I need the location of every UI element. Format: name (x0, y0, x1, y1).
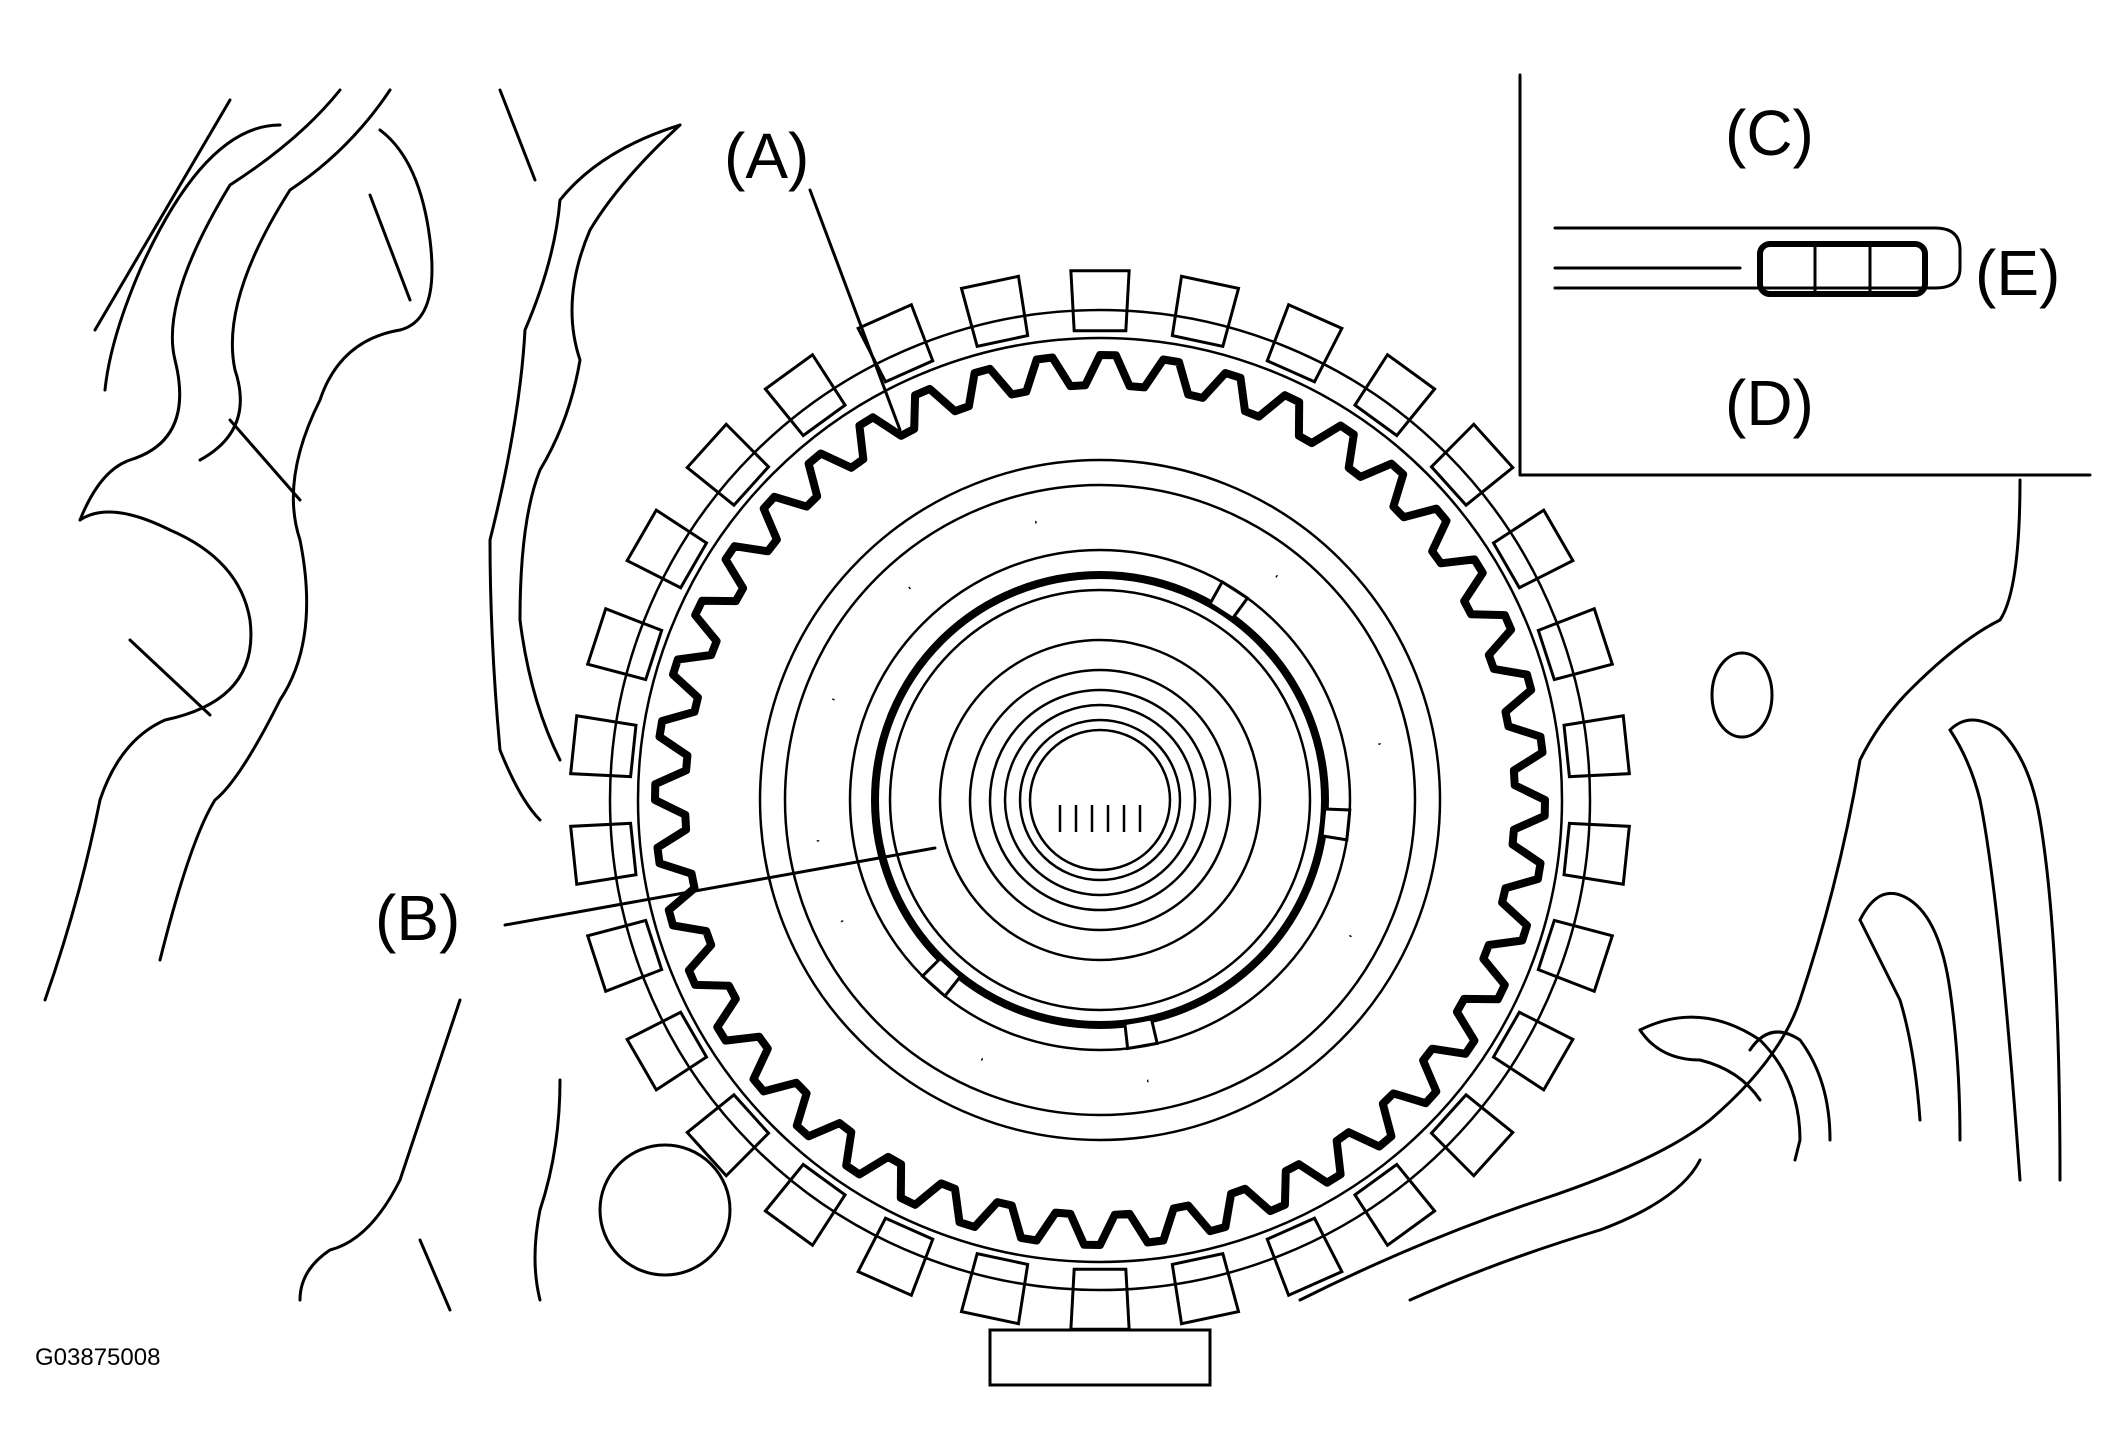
drum-tab (959, 1251, 1030, 1326)
drum-tab (1491, 508, 1575, 590)
snap-ring-hatch (1813, 244, 1872, 294)
center-bore-ring (988, 688, 1212, 912)
center-bore-ring (1028, 728, 1172, 872)
center-bore-ring (968, 668, 1232, 932)
callout-e: (E) (1975, 237, 2060, 309)
hub-slot-fill (1148, 935, 1353, 1084)
hub-slot-outline (908, 520, 1037, 589)
drum-tab (959, 274, 1030, 349)
snap-ring-tab (1320, 807, 1352, 842)
callout-b: (B) (375, 882, 460, 954)
snap-ring-tab (920, 956, 963, 999)
inset-plate-end (1933, 226, 1962, 290)
clutch-plate-splines (651, 351, 1549, 1249)
drum-tab (685, 1092, 771, 1178)
drum-tab (585, 918, 664, 994)
callout-c: (C) (1725, 97, 1814, 169)
center-bore-ring (1018, 718, 1182, 882)
drum-tab (1170, 274, 1241, 349)
drum-tab (1429, 1092, 1515, 1178)
drum-tab (568, 821, 638, 887)
drum-tab (763, 1162, 848, 1248)
drum-tab (1536, 606, 1615, 682)
drum-tab (1352, 352, 1437, 438)
drum-tab (1069, 269, 1131, 333)
drum-tab (625, 1010, 709, 1092)
hub-slot-fill (812, 699, 836, 841)
hub-slot-fill (908, 520, 1036, 590)
drum-tab (685, 422, 771, 508)
drum-outer-rim (608, 308, 1592, 1292)
drum-tab (1429, 422, 1515, 508)
callout-a: (A) (724, 120, 809, 192)
drum-bottom-tab (988, 1328, 1212, 1387)
drum-tab (1536, 918, 1615, 994)
drum-tab (1170, 1251, 1241, 1326)
hub-ring-2 (783, 483, 1417, 1117)
snap-ring-tab (1123, 1017, 1160, 1051)
hub-ring-outer (758, 458, 1442, 1142)
hub-ring-3 (848, 548, 1352, 1052)
housing-cavity-outline (488, 123, 2062, 1302)
callout-d: (D) (1725, 367, 1814, 439)
snap-ring-section (1757, 241, 1928, 297)
drum-tab (1491, 1010, 1575, 1092)
leader-line-b (503, 846, 937, 927)
detail-inset (1518, 73, 2092, 477)
drum-inner-rim (636, 336, 1564, 1264)
center-bore-ring (1003, 703, 1197, 897)
housing-contours-left (43, 88, 537, 1312)
hub-slot-fill (1275, 574, 1382, 744)
drum-tab (625, 508, 709, 590)
figure-id: G03875008 (35, 1344, 160, 1371)
inset-frame (1518, 73, 2092, 477)
snap-ring-tab (1208, 579, 1250, 621)
drum-tab (763, 352, 848, 438)
drum-tab (1562, 713, 1632, 779)
hub-slot-outline (840, 920, 983, 1061)
drum-tab (1352, 1162, 1437, 1248)
hub-slot-fill (840, 920, 983, 1062)
drum-tab (1069, 1267, 1131, 1331)
drum-tab (1562, 821, 1632, 887)
drum-tab (568, 713, 638, 779)
clutch-drum-assembly (568, 269, 1632, 1387)
drum-tab (585, 606, 664, 682)
snap-ring-inner-edge (888, 588, 1312, 1012)
center-bore-ring (938, 638, 1262, 962)
leader-line-a (808, 188, 902, 432)
snap-ring (871, 571, 1329, 1029)
leader-lines (503, 188, 937, 927)
